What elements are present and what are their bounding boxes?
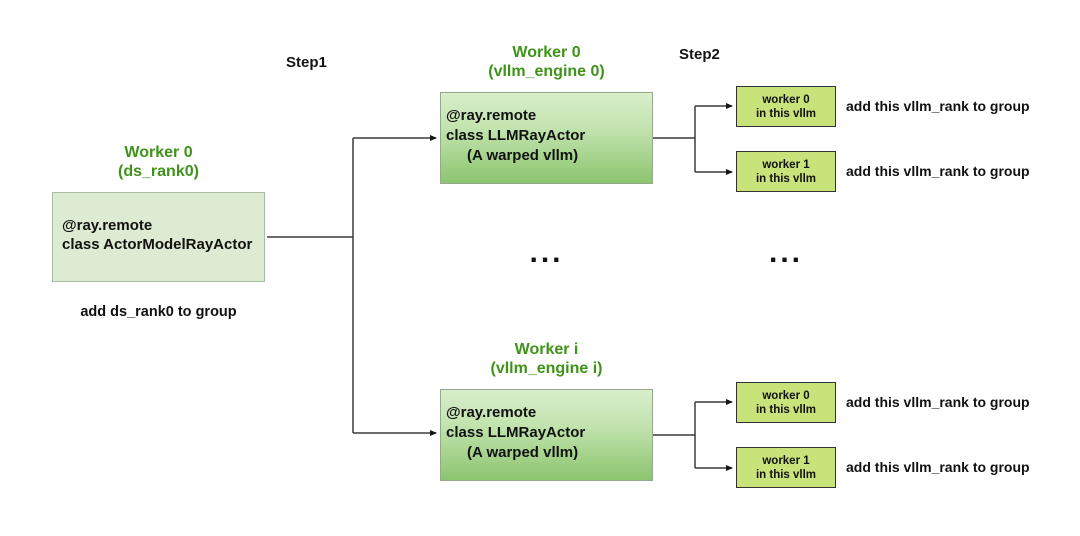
root-caption: add ds_rank0 to group — [80, 304, 237, 320]
root-worker-title: Worker 0 (ds_rank0) — [52, 143, 265, 181]
root-worker-title-line2: (ds_rank0) — [118, 163, 199, 180]
engine-0-worker-0-line1: worker 0 — [762, 93, 810, 106]
engine-i-box: @ray.remote class LLMRayActor (A warped … — [440, 389, 653, 481]
engine-0-worker-0-line2: in this vllm — [755, 107, 817, 120]
root-actor-class: class ActorModelRayActor — [62, 236, 253, 253]
step2-label: Step2 — [679, 46, 720, 63]
engine-0-worker-1-line1: worker 1 — [762, 158, 810, 171]
engine-i-worker-0-note: add this vllm_rank to group — [846, 394, 1030, 410]
engine-0-title: Worker 0 (vllm_engine 0) — [440, 43, 653, 81]
engine-i-class: class LLMRayActor — [446, 424, 586, 441]
engine-0-worker-1-note: add this vllm_rank to group — [846, 163, 1030, 179]
engine-0-subtitle: (A warped vllm) — [467, 147, 579, 164]
engine-i-title-line2: (vllm_engine i) — [490, 360, 603, 377]
engine-i-decorator: @ray.remote — [446, 404, 537, 421]
engine-i-worker-0-box: worker 0 in this vllm — [736, 382, 836, 423]
engines-ellipsis: ... — [529, 236, 564, 269]
engine-i-title-line1: Worker i — [514, 341, 579, 358]
engine-0-decorator: @ray.remote — [446, 107, 537, 124]
engine-0-box: @ray.remote class LLMRayActor (A warped … — [440, 92, 653, 184]
workers-ellipsis: ... — [768, 236, 803, 269]
engine-0-worker-0-box: worker 0 in this vllm — [736, 86, 836, 127]
engine-0-title-line1: Worker 0 — [512, 44, 581, 61]
root-worker-title-line1: Worker 0 — [124, 144, 193, 161]
engine-0-worker-1-line2: in this vllm — [755, 172, 817, 185]
root-actor-box: @ray.remote class ActorModelRayActor — [52, 192, 265, 282]
engine-0-title-line2: (vllm_engine 0) — [488, 63, 605, 80]
engine-0-worker-1-box: worker 1 in this vllm — [736, 151, 836, 192]
engine-i-worker-0-line1: worker 0 — [762, 389, 810, 402]
engine-i-worker-1-line1: worker 1 — [762, 454, 810, 467]
root-actor-decorator: @ray.remote — [62, 217, 153, 234]
engine-0-class: class LLMRayActor — [446, 127, 586, 144]
step1-label: Step1 — [286, 54, 327, 71]
engine-i-title: Worker i (vllm_engine i) — [440, 340, 653, 378]
engine-i-worker-1-box: worker 1 in this vllm — [736, 447, 836, 488]
engine-i-subtitle: (A warped vllm) — [467, 444, 579, 461]
engine-i-worker-1-line2: in this vllm — [755, 468, 817, 481]
engine-0-worker-0-note: add this vllm_rank to group — [846, 98, 1030, 114]
engine-i-worker-0-line2: in this vllm — [755, 403, 817, 416]
engine-i-worker-1-note: add this vllm_rank to group — [846, 459, 1030, 475]
